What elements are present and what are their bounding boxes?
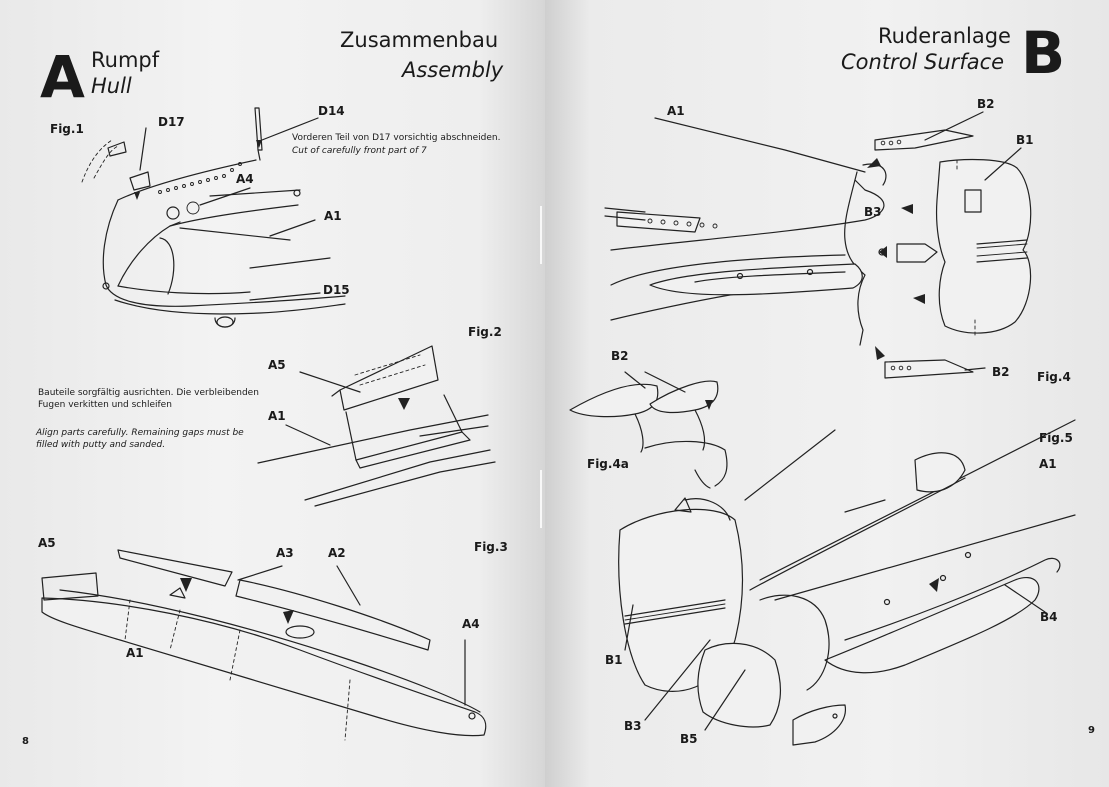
heading-de: Zusammenbau xyxy=(340,28,499,52)
part-label-a1: A1 xyxy=(667,104,685,118)
part-label-b3: B3 xyxy=(864,205,882,219)
part-label-b2: B2 xyxy=(992,365,1010,379)
fig5-drawing xyxy=(618,419,1076,746)
part-label-b1: B1 xyxy=(1016,133,1034,147)
part-label-b4: B4 xyxy=(1040,610,1058,624)
fig4a-drawing xyxy=(569,371,728,489)
part-label-d15: D15 xyxy=(323,283,350,297)
section-letter-b: B xyxy=(1021,19,1066,87)
part-label-a5: A5 xyxy=(268,358,286,372)
part-label-a1: A1 xyxy=(1039,457,1057,471)
part-label-b3: B3 xyxy=(624,719,642,733)
heading-en: Control Surface xyxy=(841,50,1005,74)
part-label-a3: A3 xyxy=(276,546,294,560)
fig1-hull-drawing xyxy=(81,107,346,328)
part-label-a5: A5 xyxy=(38,536,56,550)
left-page: A Rumpf Hull Zusammenbau Assembly Fig.1 … xyxy=(0,0,545,787)
right-page-drawings xyxy=(569,111,1076,746)
fig1-label: Fig.1 xyxy=(50,122,84,136)
staple-bottom xyxy=(540,470,547,528)
fig2-drawing xyxy=(257,345,496,507)
part-label-a1: A1 xyxy=(268,409,286,423)
part-label-a1: A1 xyxy=(324,209,342,223)
left-page-drawings xyxy=(41,107,496,741)
part-label-a4: A4 xyxy=(462,617,480,631)
part-label-a1: A1 xyxy=(126,646,144,660)
part-label-b2: B2 xyxy=(611,349,629,363)
fig2-note-de-line1: Bauteile sorgfältig ausrichten. Die verb… xyxy=(38,388,259,398)
heading-de: Ruderanlage xyxy=(878,24,1011,48)
section-title-de: Rumpf xyxy=(91,48,160,72)
part-label-b5: B5 xyxy=(680,732,698,746)
fig4-drawing xyxy=(604,111,1032,379)
part-label-a4: A4 xyxy=(236,172,254,186)
page-number-right: 9 xyxy=(1088,725,1095,736)
staple-top xyxy=(540,206,547,264)
fig3-label: Fig.3 xyxy=(474,540,508,554)
heading-en: Assembly xyxy=(402,58,504,82)
fig3-drawing xyxy=(41,549,487,741)
right-page: B Ruderanlage Control Surface A1 B2 B1 B… xyxy=(545,0,1109,787)
fig2-note-de-line2: Fugen verkitten und schleifen xyxy=(38,400,172,410)
fig2-label: Fig.2 xyxy=(468,325,502,339)
fig5-label: Fig.5 xyxy=(1039,431,1073,445)
fig4-label: Fig.4 xyxy=(1037,370,1071,384)
page-number-left: 8 xyxy=(22,736,29,747)
fig2-note-en-line1: Align parts carefully. Remaining gaps mu… xyxy=(36,428,244,438)
part-label-b1: B1 xyxy=(605,653,623,667)
section-title-en: Hull xyxy=(91,74,132,98)
fig2-note-en-line2: filled with putty and sanded. xyxy=(36,440,166,450)
fig1-note-en: Cut of carefully front part of 7 xyxy=(292,146,427,156)
section-letter-a: A xyxy=(40,43,85,111)
part-label-d17: D17 xyxy=(158,115,185,129)
part-label-d14: D14 xyxy=(318,104,345,118)
part-label-b2: B2 xyxy=(977,97,995,111)
part-label-a2: A2 xyxy=(328,546,346,560)
fig1-note-de: Vorderen Teil von D17 vorsichtig abschne… xyxy=(292,133,501,143)
fig4a-label: Fig.4a xyxy=(587,457,629,471)
